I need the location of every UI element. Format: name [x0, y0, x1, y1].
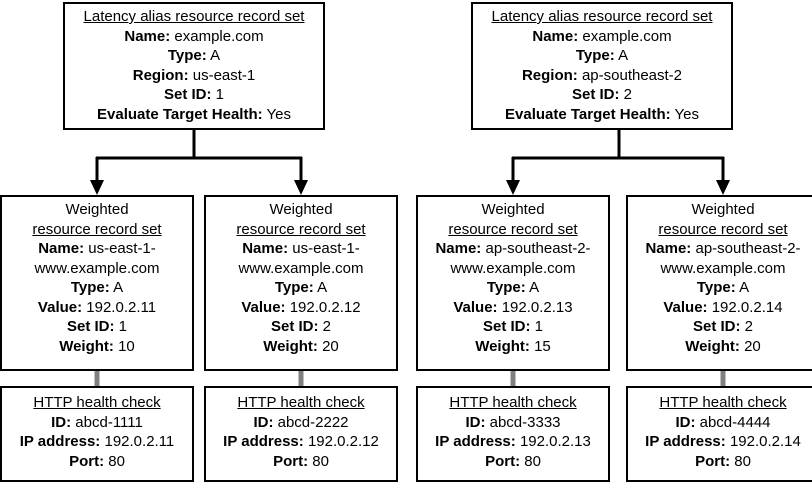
health-check-id: ID: abcd-1111 — [51, 413, 143, 431]
health-check-title: HTTP health check — [449, 394, 577, 411]
weighted-set-id: Set ID: 1 — [66, 318, 128, 335]
health-check-box: HTTP health check ID: abcd-3333 IP addre… — [416, 386, 610, 482]
weighted-type: Type: A — [696, 279, 750, 296]
latency-title: Latency alias resource record set — [83, 8, 305, 25]
health-check-box: HTTP health check ID: abcd-1111 IP addre… — [0, 386, 194, 482]
weighted-type: Type: A — [486, 279, 540, 296]
weighted-value: Value: 192.0.2.14 — [663, 298, 783, 316]
weighted-record-set-box: Weighted resource record set Name: us-ea… — [0, 195, 194, 371]
weighted-title-line2: resource record set — [32, 220, 162, 238]
latency-type: Type: A — [575, 47, 629, 64]
weighted-record-set-box: Weighted resource record set Name: ap-so… — [416, 195, 610, 371]
latency-record-set-box: Latency alias resource record set Name: … — [63, 2, 325, 130]
health-check-title: HTTP health check — [659, 394, 787, 411]
latency-title: Latency alias resource record set — [491, 8, 713, 25]
weighted-title-line2: resource record set — [236, 220, 366, 238]
latency-region: Region: ap-southeast-2 — [521, 66, 683, 84]
weighted-name: Name: ap-southeast-2- — [435, 240, 591, 257]
latency-name: Name: example.com — [124, 27, 264, 45]
weighted-value: Value: 192.0.2.13 — [453, 298, 573, 316]
latency-type: Type: A — [167, 47, 221, 64]
weighted-record-set-box: Weighted resource record set Name: ap-so… — [626, 195, 812, 371]
health-check-port: Port: 80 — [695, 452, 751, 470]
weighted-title-line1: Weighted — [691, 201, 755, 218]
weighted-weight: Weight: 20 — [685, 337, 761, 355]
weighted-name-cont: www.example.com — [34, 259, 160, 277]
health-check-box: HTTP health check ID: abcd-2222 IP addre… — [204, 386, 398, 482]
weighted-weight: Weight: 20 — [263, 337, 339, 355]
health-check-port: Port: 80 — [485, 452, 541, 470]
latency-region: Region: us-east-1 — [132, 66, 256, 84]
weighted-name: Name: ap-southeast-2- — [645, 240, 801, 257]
weighted-set-id: Set ID: 2 — [270, 318, 332, 335]
weighted-name-cont: www.example.com — [238, 259, 364, 277]
latency-set-id: Set ID: 1 — [163, 86, 225, 103]
latency-evaluate-health: Evaluate Target Health: Yes — [505, 105, 699, 123]
weighted-title-line1: Weighted — [65, 201, 129, 218]
weighted-set-id: Set ID: 2 — [692, 318, 754, 335]
latency-set-id: Set ID: 2 — [571, 86, 633, 103]
health-check-ip: IP address: 192.0.2.12 — [223, 433, 379, 450]
weighted-name: Name: us-east-1- — [242, 240, 360, 257]
arrow-head-1 — [90, 180, 104, 195]
weighted-weight: Weight: 15 — [475, 337, 551, 355]
weighted-type: Type: A — [70, 279, 124, 296]
latency-name: Name: example.com — [532, 27, 672, 45]
weighted-title-line1: Weighted — [269, 201, 333, 218]
weighted-name-cont: www.example.com — [660, 259, 786, 277]
arrow-head-2 — [294, 180, 308, 195]
health-check-port: Port: 80 — [69, 452, 125, 470]
health-check-title: HTTP health check — [237, 394, 365, 411]
weighted-name-cont: www.example.com — [450, 259, 576, 277]
weighted-value: Value: 192.0.2.11 — [37, 298, 157, 316]
weighted-name: Name: us-east-1- — [38, 240, 156, 257]
weighted-title-line1: Weighted — [481, 201, 545, 218]
health-check-ip: IP address: 192.0.2.14 — [645, 433, 801, 450]
weighted-type: Type: A — [274, 279, 328, 296]
health-check-box: HTTP health check ID: abcd-4444 IP addre… — [626, 386, 812, 482]
health-check-id: ID: abcd-4444 — [675, 413, 771, 431]
latency-evaluate-health: Evaluate Target Health: Yes — [97, 105, 291, 123]
health-check-port: Port: 80 — [273, 452, 329, 470]
health-check-id: ID: abcd-3333 — [465, 413, 561, 431]
weighted-record-set-box: Weighted resource record set Name: us-ea… — [204, 195, 398, 371]
arrow-head-3 — [506, 180, 520, 195]
health-check-title: HTTP health check — [33, 394, 161, 411]
latency-record-set-box: Latency alias resource record set Name: … — [471, 2, 733, 130]
health-check-ip: IP address: 192.0.2.13 — [435, 433, 591, 450]
arrow-head-4 — [716, 180, 730, 195]
weighted-title-line2: resource record set — [448, 220, 578, 238]
health-check-ip: IP address: 192.0.2.11 — [19, 433, 175, 450]
weighted-weight: Weight: 10 — [59, 337, 135, 355]
weighted-title-line2: resource record set — [658, 220, 788, 238]
weighted-value: Value: 192.0.2.12 — [241, 298, 361, 316]
health-check-id: ID: abcd-2222 — [253, 413, 349, 431]
weighted-set-id: Set ID: 1 — [482, 318, 544, 335]
